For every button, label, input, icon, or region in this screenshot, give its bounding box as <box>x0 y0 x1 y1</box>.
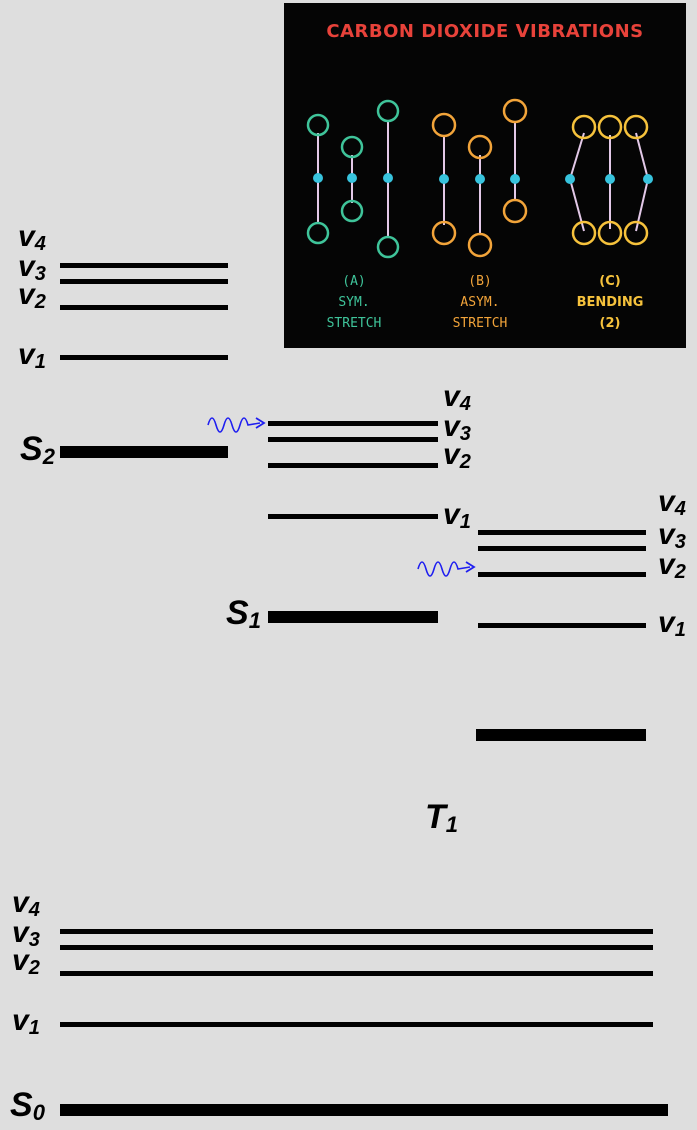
s0-label: S0 <box>10 1088 45 1122</box>
t1-v2-line <box>478 572 646 577</box>
s1-v3-line <box>268 437 438 442</box>
s1-v2-line <box>268 463 438 468</box>
s1-v2-label: v2 <box>443 440 471 470</box>
mode-a-line1: SYM. <box>338 295 369 310</box>
mode-b-line1: ASYM. <box>460 295 499 310</box>
t1-v4-label: v4 <box>658 487 686 517</box>
t1-v4-line <box>478 530 646 535</box>
t1-v1-line <box>478 623 646 628</box>
co2-vibrations-figure: CARBON DIOXIDE VIBRATIONS <box>284 3 686 348</box>
wavy-arrow-icon <box>416 553 480 577</box>
bend-carbons <box>565 174 653 184</box>
s0-v4-line <box>60 929 653 934</box>
s0-v1-label: v1 <box>12 1006 40 1036</box>
mode-a-letter: (A) <box>342 274 365 289</box>
s1-v1-label: v1 <box>443 500 471 530</box>
s2-v4-line <box>60 263 228 268</box>
s2-v1-label: v1 <box>18 340 46 370</box>
s0-v1-line <box>60 1022 653 1027</box>
mode-b-letter: (B) <box>468 274 491 289</box>
asym-carbons <box>439 174 520 184</box>
co2-vibrations-photo: CARBON DIOXIDE VIBRATIONS <box>284 3 686 348</box>
s1-v4-line <box>268 421 438 426</box>
s0-v4-label: v4 <box>12 888 40 918</box>
photo-title: CARBON DIOXIDE VIBRATIONS <box>326 21 643 42</box>
s0-v3-line <box>60 945 653 950</box>
wavy-arrow-icon <box>206 409 270 433</box>
s1-v4-label: v4 <box>443 382 471 412</box>
s0-v2-line <box>60 971 653 976</box>
s0-ground-line <box>60 1104 668 1116</box>
t1-label: T1 <box>425 800 458 834</box>
mode-b-line2: STRETCH <box>453 316 508 331</box>
s2-v3-line <box>60 279 228 284</box>
s2-v4-label: v4 <box>18 222 46 252</box>
t1-v2-label: v2 <box>658 550 686 580</box>
mode-c-line2: (2) <box>600 316 621 331</box>
s2-v2-label: v2 <box>18 280 46 310</box>
t1-v3-label: v3 <box>658 520 686 550</box>
sym-carbons <box>313 173 393 183</box>
s0-v2-label: v2 <box>12 946 40 976</box>
mode-c-line1: BENDING <box>577 295 644 310</box>
s1-v1-line <box>268 514 438 519</box>
s2-label: S2 <box>20 432 55 466</box>
t1-v3-line <box>478 546 646 551</box>
s1-label: S1 <box>226 596 261 630</box>
s1-ground-line <box>268 611 438 623</box>
mode-a-line2: STRETCH <box>327 316 382 331</box>
s2-v1-line <box>60 355 228 360</box>
mode-c-letter: (C) <box>599 274 620 289</box>
s2-ground-line <box>60 446 228 458</box>
s2-v2-line <box>60 305 228 310</box>
t1-ground-line <box>476 729 646 741</box>
t1-v1-label: v1 <box>658 608 686 638</box>
